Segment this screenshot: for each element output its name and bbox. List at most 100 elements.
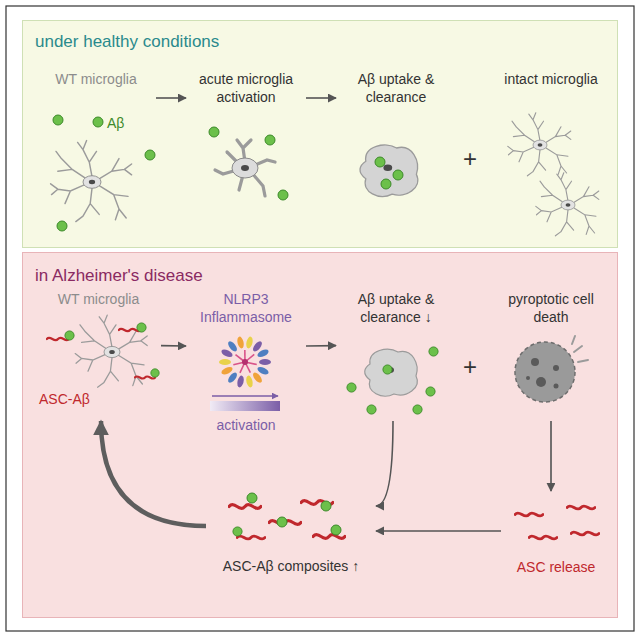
stage-box: intact microglia <box>491 71 611 221</box>
activation-arrow <box>212 395 278 397</box>
disease-figures-part <box>567 506 595 509</box>
process-arrow <box>306 97 336 99</box>
disease-figures <box>47 315 599 539</box>
text-slot: acute microglia activation <box>186 71 306 107</box>
healthy-figures-part <box>278 190 288 200</box>
healthy-figures-part <box>375 157 385 167</box>
disease-figures-part <box>65 331 74 340</box>
inflammasome-part <box>219 359 231 365</box>
healthy-figures-part <box>57 221 67 231</box>
node-label: ASC-Aβ composites ↑ <box>206 558 376 576</box>
dead-cell-part <box>554 384 559 389</box>
stage-box: ASC-Aβ composites ↑ <box>206 486 376 586</box>
disease-figures-part <box>413 405 422 414</box>
disease-figures-part <box>331 525 341 535</box>
inflammasome-part <box>251 371 263 384</box>
healthy-figures-part <box>381 179 391 189</box>
disease-figures-part <box>347 383 356 392</box>
disease-figures-part <box>571 532 599 535</box>
text-slot: Aβ uptake & clearance <box>336 71 456 107</box>
disease-panel-fill <box>22 252 618 618</box>
inflammasome-part <box>236 375 245 388</box>
inflammasome-part <box>245 375 254 388</box>
healthy-figures-part <box>145 150 155 160</box>
node-label: ASC release <box>501 559 611 577</box>
healthy-figures-part <box>209 127 219 137</box>
node-label: NLRP3 Inflammasome <box>186 291 306 327</box>
dead-cell-part <box>572 336 588 362</box>
stage-box: Aβ uptake & clearance ↓ <box>336 291 456 421</box>
node-label: Aβ uptake & clearance <box>336 71 456 107</box>
node-sublabel: ASC-Aβ <box>39 391 109 409</box>
node-label: WT microglia <box>36 71 156 89</box>
healthy-figures-part <box>51 141 132 222</box>
text-slot: ASC release <box>501 559 611 577</box>
text-slot: in Alzheimer's disease <box>35 265 435 287</box>
healthy-figures-part <box>265 135 275 145</box>
process-arrow <box>156 97 186 99</box>
process-arrow <box>550 421 552 491</box>
healthy-figures-part <box>393 170 403 180</box>
healthy-figures-part <box>53 115 63 125</box>
disease-figures-part <box>229 505 261 509</box>
text-slot: ASC-Aβ <box>39 391 109 409</box>
stage-box: NLRP3 Inflammasome activation <box>186 291 306 446</box>
text-slot: ASC-Aβ composites ↑ <box>206 558 376 576</box>
node-label: pyroptotic cell death <box>491 291 611 327</box>
node-label: intact microglia <box>491 71 611 89</box>
node-sublabel: Aβ <box>107 115 141 133</box>
node-label: acute microglia activation <box>186 71 306 107</box>
inflammasome-part <box>256 348 269 359</box>
disease-figures-part <box>429 347 438 356</box>
healthy-figures-part <box>360 145 418 196</box>
inflammasome <box>219 336 271 388</box>
disease-figures-part <box>365 349 418 396</box>
plus-sign: + <box>457 355 483 379</box>
text-slot: NLRP3 Inflammasome <box>186 291 306 327</box>
stage-box: acute microglia activation <box>186 71 306 221</box>
inflammasome-part <box>245 336 254 349</box>
outer-frame <box>6 6 634 631</box>
healthy-figures-part <box>93 117 103 127</box>
process-arrow <box>376 530 501 532</box>
stage-box: ASC release <box>501 491 611 581</box>
healthy-figures-part <box>508 113 571 176</box>
disease-figures-part <box>426 387 435 396</box>
healthy-panel-fill <box>22 20 618 248</box>
stage-box: pyroptotic cell death <box>491 291 611 421</box>
disease-figures-part <box>367 405 376 414</box>
disease-figures-part <box>135 376 156 378</box>
disease-figures-part <box>137 323 146 332</box>
disease-figures-part <box>237 536 265 539</box>
inflammasome-part <box>226 340 238 353</box>
text-slot: activation <box>186 417 306 435</box>
process-arrow <box>161 345 186 347</box>
text-slot: intact microglia <box>491 71 611 89</box>
healthy-panel: under healthy conditions WT microgliaAβ ac… <box>22 20 618 248</box>
dead-cell <box>515 336 588 402</box>
text-slot: pyroptotic cell death <box>491 291 611 327</box>
stage-box: Aβ uptake & clearance <box>336 71 456 221</box>
disease-figures-part <box>383 365 392 374</box>
stage-box: WT microgliaAβ <box>36 71 156 221</box>
activation-gradient <box>210 401 280 411</box>
inflammasome-part <box>259 359 271 365</box>
disease-panel: in Alzheimer's disease WT microgliaASC-Aβ… <box>22 252 618 618</box>
node-label: in Alzheimer's disease <box>35 265 435 287</box>
inflammasome-part <box>220 365 233 376</box>
node-label: Aβ uptake & clearance ↓ <box>336 291 456 327</box>
disease-figures-part <box>515 513 543 516</box>
dead-cell-part <box>536 377 546 387</box>
dead-cell-part <box>526 376 530 380</box>
process-arrow <box>306 345 336 347</box>
healthy-figures-part <box>215 140 275 196</box>
text-slot: WT microglia <box>36 291 161 309</box>
stage-box: WT microgliaASC-Aβ <box>36 291 161 421</box>
node-label: under healthy conditions <box>35 31 435 53</box>
plus-sign: + <box>457 147 483 171</box>
text-slot: Aβ uptake & clearance ↓ <box>336 291 456 327</box>
disease-figures-part <box>313 535 345 539</box>
dead-cell-part <box>531 358 539 366</box>
healthy-figures <box>51 113 599 236</box>
